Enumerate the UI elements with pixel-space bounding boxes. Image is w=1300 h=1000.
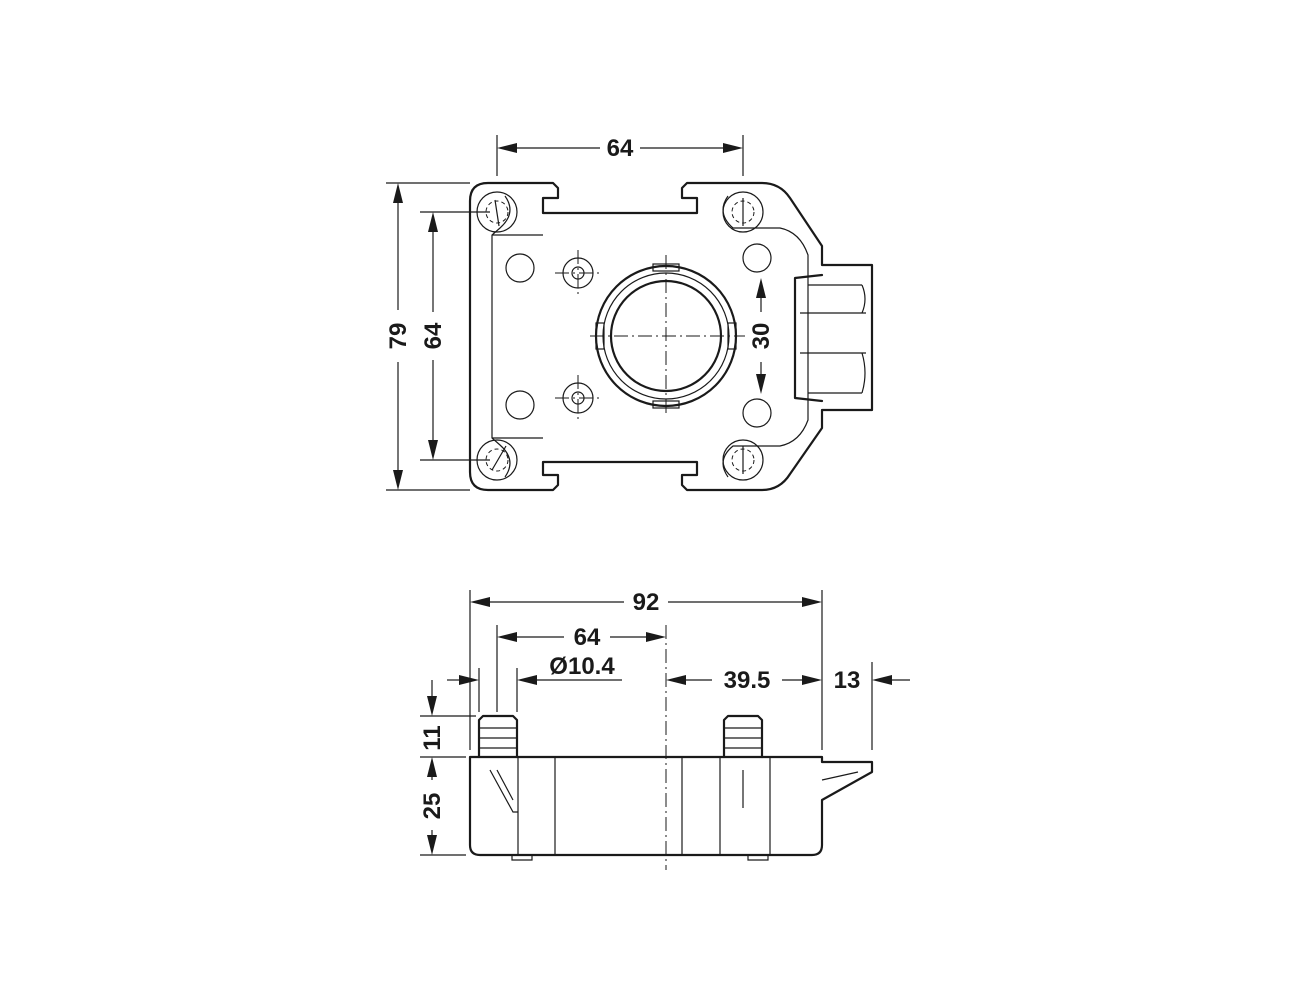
dim-top-width-64: 64 [496,135,744,176]
top-view-hole-1 [505,253,535,283]
label-side-overall-92: 92 [633,589,660,616]
top-view-body-outline [468,181,874,492]
side-view-body [468,755,874,857]
label-top-width-64: 64 [607,135,634,162]
corner-hole-top-right [722,191,764,233]
label-side-offset-39-5: 39.5 [724,667,771,694]
corner-hole-top-left-inner [485,200,509,224]
dim-side-spacing-64: 64 [496,624,666,712]
side-view-dowel-left [477,714,519,759]
label-side-spacing-64: 64 [574,624,601,651]
top-view-hole-4 [742,398,772,428]
dim-side-tab-13: 13 [834,662,910,750]
side-view: 92 64 Ø10.4 39.5 [419,589,910,870]
top-view-rib-cap-1 [861,284,866,314]
label-side-tab-13: 13 [834,667,861,694]
label-side-dowel-height-11: 11 [419,725,446,750]
corner-hole-bottom-left-inner [485,448,509,472]
top-view-slider-tab [793,273,824,403]
top-view-inner-plate [491,195,511,478]
top-view-rib-cap-2 [861,352,866,394]
top-view-screw-holes [555,250,601,421]
label-side-dowel-diameter: Ø10.4 [549,653,615,680]
dim-side-body-height-25: 25 [419,756,466,856]
dim-top-height-64: 64 [420,211,490,461]
dim-side-offset-39-5: 39.5 [666,667,822,694]
dim-side-overall-92: 92 [469,589,823,750]
dim-top-height-79: 79 [385,182,470,491]
label-top-slot-30: 30 [748,323,775,350]
top-view-inner-plate-right [722,195,809,478]
top-view: 64 79 64 30 [385,135,874,492]
top-view-hole-2 [505,390,535,420]
dim-top-slot-30: 30 [748,278,775,394]
label-top-height-79: 79 [385,323,412,350]
side-view-tab-edge [821,771,859,781]
dim-side-dowel-diameter: Ø10.4 [447,653,622,712]
label-top-height-64: 64 [420,322,447,349]
label-side-body-height-25: 25 [419,793,446,820]
top-view-corner-holes [476,191,764,481]
dim-side-dowel-height-11: 11 [419,680,476,751]
side-view-dowel-right [722,714,764,759]
corner-hole-bottom-right [722,439,764,481]
top-view-hole-3 [742,243,772,273]
top-view-central-bore [590,255,745,417]
